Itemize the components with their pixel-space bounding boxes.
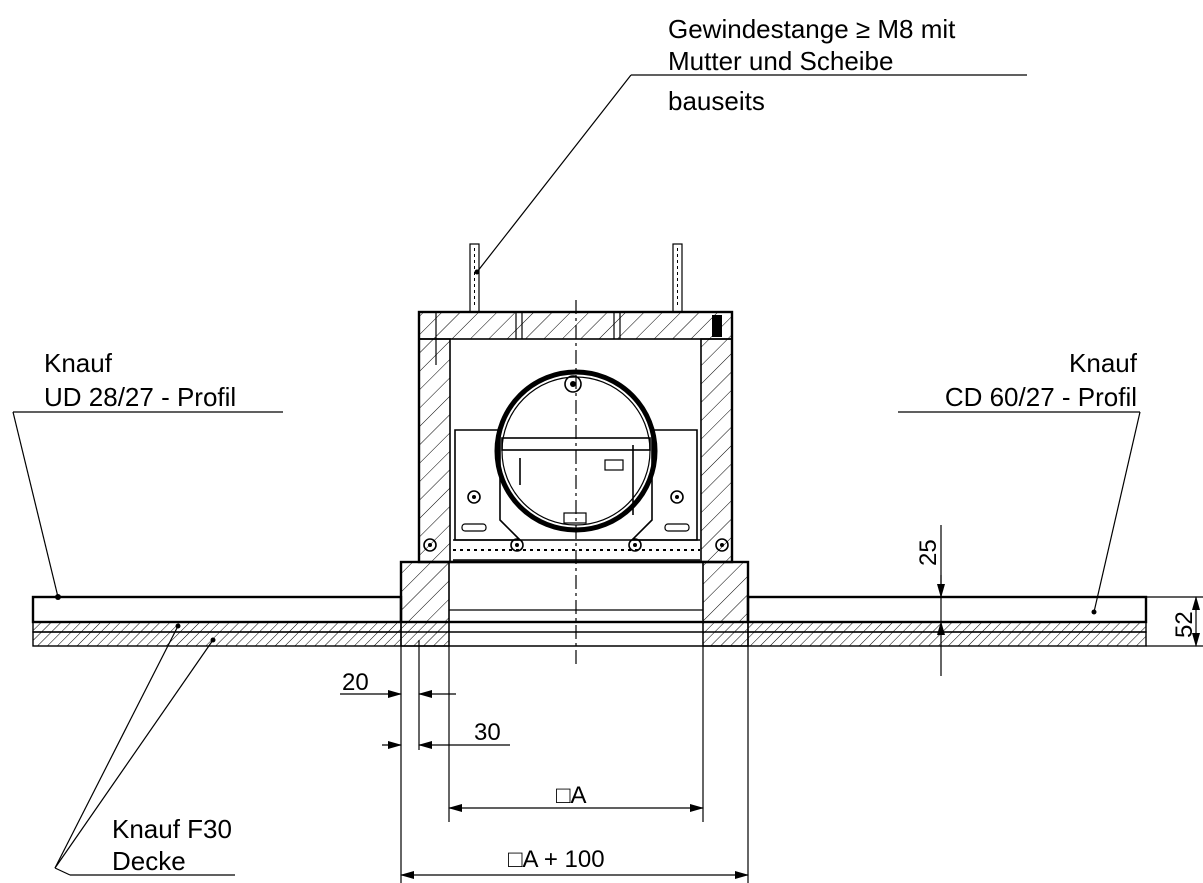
label-rod-line3: bauseits: [668, 86, 765, 116]
threaded-rod-left: [469, 243, 480, 313]
label-rod-line1: Gewindestange ≥ M8 mit: [668, 14, 956, 44]
collar-frame: [399, 560, 750, 624]
threaded-rod-right: [672, 243, 683, 313]
label-ceiling-line1: Knauf F30: [112, 814, 232, 844]
dimension-30: 30: [474, 719, 501, 746]
label-left-profile-line2: UD 28/27 - Profil: [44, 382, 236, 412]
label-right-profile-line1: Knauf: [1069, 348, 1138, 378]
label-right-profile-line2: CD 60/27 - Profil: [945, 382, 1137, 412]
dimension-a: □A: [556, 782, 587, 809]
label-rod-line2: Mutter und Scheibe: [668, 46, 893, 76]
label-ceiling-line2: Decke: [112, 846, 186, 876]
ceiling-boards: [32, 621, 1147, 647]
dimension-25: 25: [915, 539, 942, 566]
dimension-lines: [340, 525, 1203, 883]
cd-profile-right: [746, 595, 1148, 624]
dimension-52: 52: [1171, 611, 1198, 638]
label-left-profile-line1: Knauf: [44, 348, 113, 378]
leader-lines: [12, 74, 1141, 876]
annotation-labels: Gewindestange ≥ M8 mit Mutter und Scheib…: [44, 14, 1198, 876]
dimension-20: 20: [342, 669, 369, 696]
dimension-a-plus-100: □A + 100: [508, 846, 605, 873]
ud-profile-left: [31, 594, 403, 624]
